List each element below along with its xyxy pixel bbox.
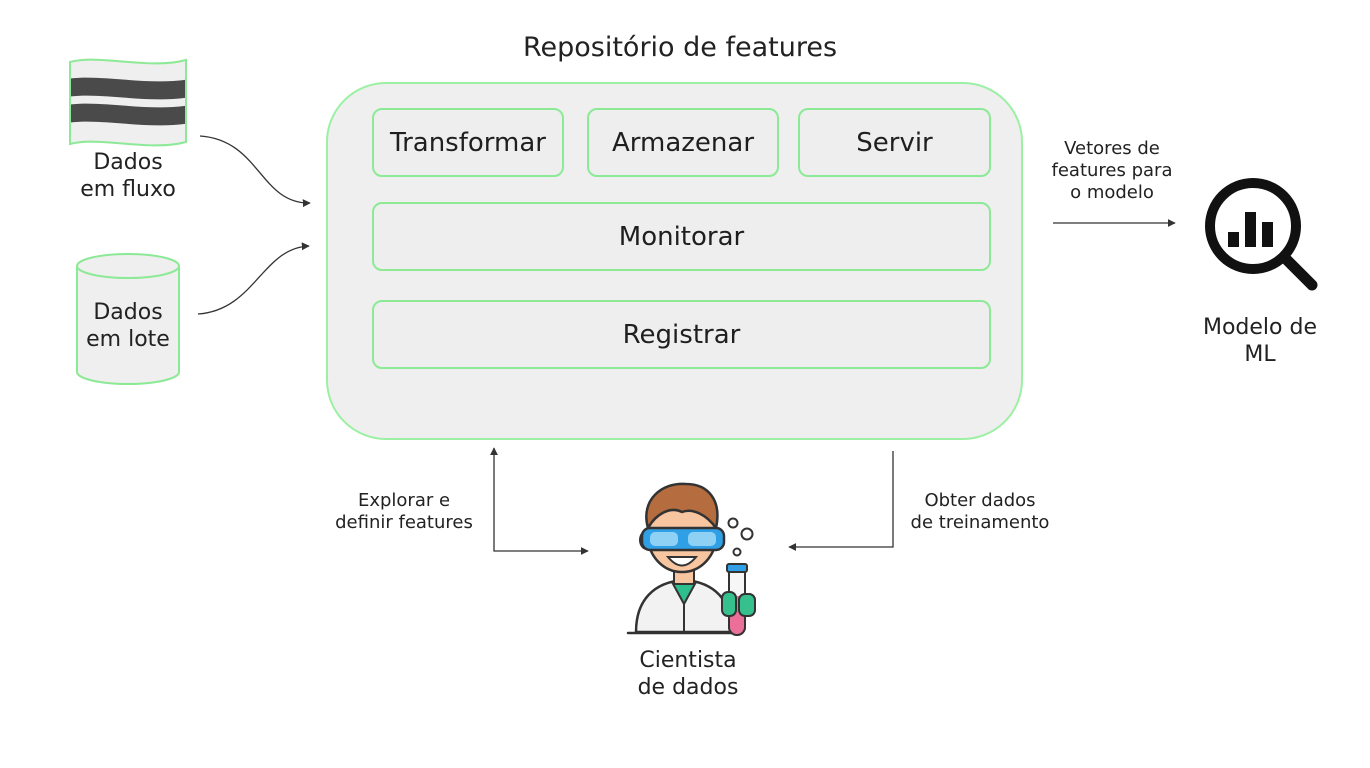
batch-data-label-line-2: em lote <box>86 326 170 352</box>
magnifier-bar-chart-icon <box>1205 178 1318 291</box>
stage-monitor: Monitorar <box>372 202 991 271</box>
scientist-avatar-icon <box>626 482 756 636</box>
database-cylinder-icon <box>76 253 180 385</box>
data-scientist-label-line-2: de dados <box>637 674 739 700</box>
explore-features-arrow <box>490 447 589 555</box>
training-data-label-line-1: Obter dados <box>924 490 1036 511</box>
data-scientist-label: Cientista de dados <box>608 648 768 702</box>
stream-to-store-arrow <box>199 135 311 208</box>
stage-register: Registrar <box>372 300 991 369</box>
stage-store: Armazenar <box>587 108 779 177</box>
batch-data-label: Dados em lote <box>48 300 208 354</box>
batch-to-store-arrow <box>197 242 310 315</box>
stage-transform: Transformar <box>372 108 564 177</box>
explore-features-label-line-2: definir features <box>335 511 473 533</box>
data-scientist-label-line-1: Cientista <box>639 648 737 673</box>
feature-store-panel: Transformar Armazenar Servir Monitorar R… <box>326 82 1023 440</box>
stream-data-label: Dados em fluxo <box>48 150 208 204</box>
training-data-label: Obter dados de treinamento <box>890 490 1070 534</box>
training-data-arrow <box>788 451 894 551</box>
stream-data-label-line-1: Dados <box>93 150 163 175</box>
feature-vectors-label: Vetores de features para o modelo <box>1027 138 1197 204</box>
ml-model-label-line-2: ML <box>1244 341 1276 367</box>
explore-features-label: Explorar e definir features <box>314 490 494 534</box>
batch-data-label-line-1: Dados <box>93 300 163 325</box>
wavy-stream-icon <box>69 58 187 147</box>
ml-model-label-line-1: Modelo de <box>1202 315 1317 340</box>
feature-vectors-label-line-2: features para <box>1051 159 1173 181</box>
explore-features-label-line-1: Explorar e <box>357 490 451 511</box>
stage-serve: Servir <box>798 108 991 177</box>
stream-data-label-line-2: em fluxo <box>80 176 176 202</box>
ml-model-label: Modelo de ML <box>1180 315 1340 369</box>
feature-vectors-label-line-3: o modelo <box>1070 181 1154 203</box>
training-data-label-line-2: de treinamento <box>910 511 1050 533</box>
feature-vectors-label-line-1: Vetores de <box>1064 138 1160 159</box>
diagram-title: Repositório de features <box>522 32 838 63</box>
